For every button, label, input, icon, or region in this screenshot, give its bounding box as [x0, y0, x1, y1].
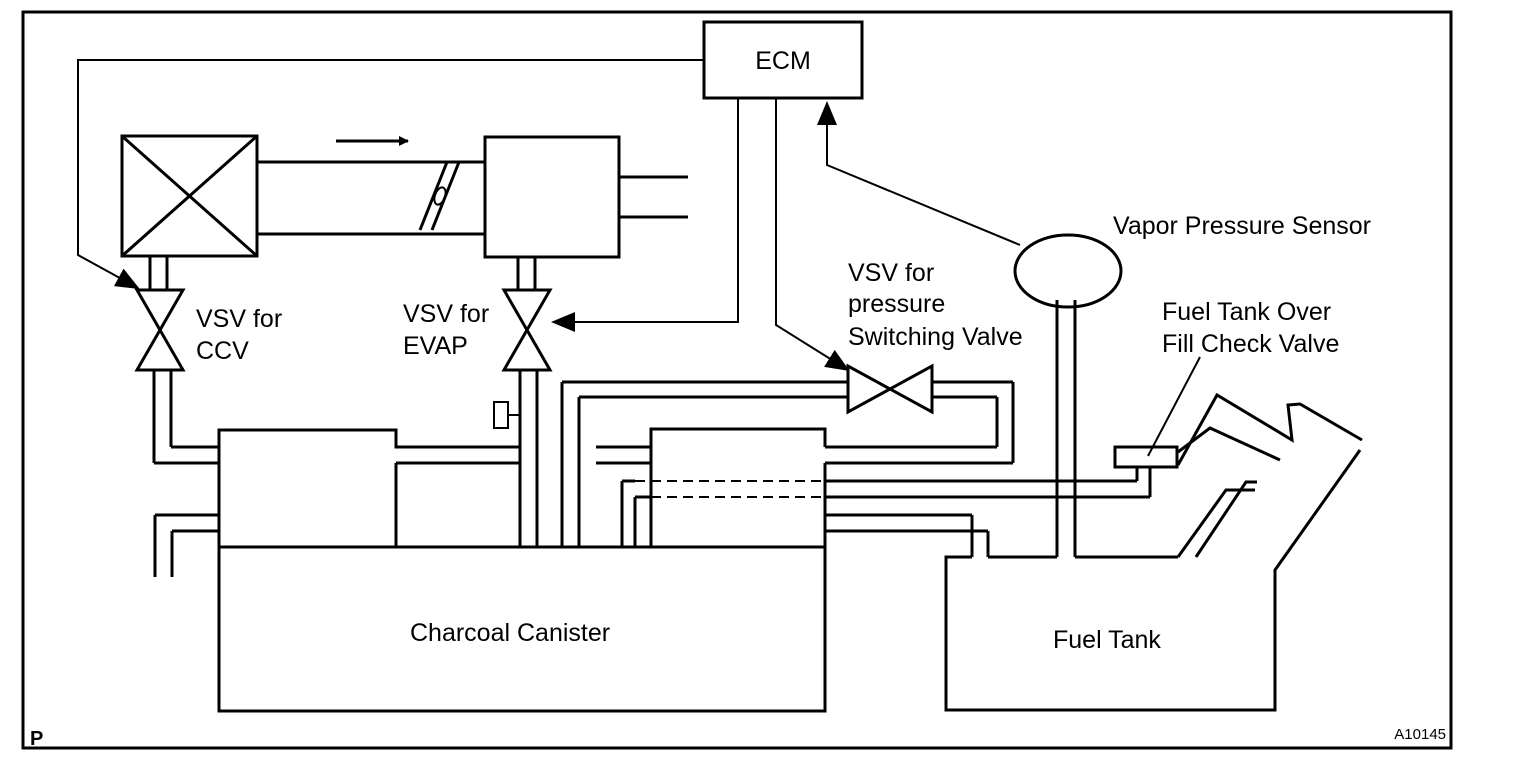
fill-check-label-line1: Fuel Tank Over [1162, 298, 1331, 326]
fuel-tank-label: Fuel Tank [1053, 626, 1161, 654]
intake-manifold [483, 135, 688, 259]
fill-check-valve [1113, 445, 1179, 469]
vsv-pressure-label-line3: Switching Valve [848, 323, 1023, 351]
tank-pipes [620, 468, 1152, 557]
vapor-pressure-sensor [1013, 233, 1123, 309]
charcoal-canister [153, 382, 827, 713]
intake-duct [257, 160, 485, 236]
charcoal-canister-label: Charcoal Canister [410, 619, 610, 647]
vsv-evap-label-line1: VSV for [403, 300, 489, 328]
vsv-ccv-label-line1: VSV for [196, 305, 282, 333]
air-cleaner [120, 134, 259, 258]
fuel-tank [944, 300, 1363, 712]
vsv-evap-valve [493, 257, 553, 547]
vsv-ccv-label-line2: CCV [196, 337, 249, 365]
vsv-pressure-label-line2: pressure [848, 290, 945, 318]
diagram-frame [21, 10, 1453, 750]
fill-check-label-line2: Fill Check Valve [1162, 330, 1339, 358]
ecm-label: ECM [755, 47, 811, 75]
fill-check-leader [1147, 356, 1201, 457]
vsv-pressure-valve [846, 363, 934, 415]
figure-code: A10145 [1394, 726, 1446, 743]
pressure-loop-pipes [562, 380, 1015, 465]
corner-letter: P [30, 728, 43, 750]
vsv-evap-label-line2: EVAP [403, 332, 468, 360]
vsv-ccv-valve [134, 256, 220, 465]
vapor-pressure-sensor-label: Vapor Pressure Sensor [1113, 212, 1371, 240]
ecm-signal-lines [77, 59, 1201, 457]
vsv-pressure-label-line1: VSV for [848, 259, 934, 287]
